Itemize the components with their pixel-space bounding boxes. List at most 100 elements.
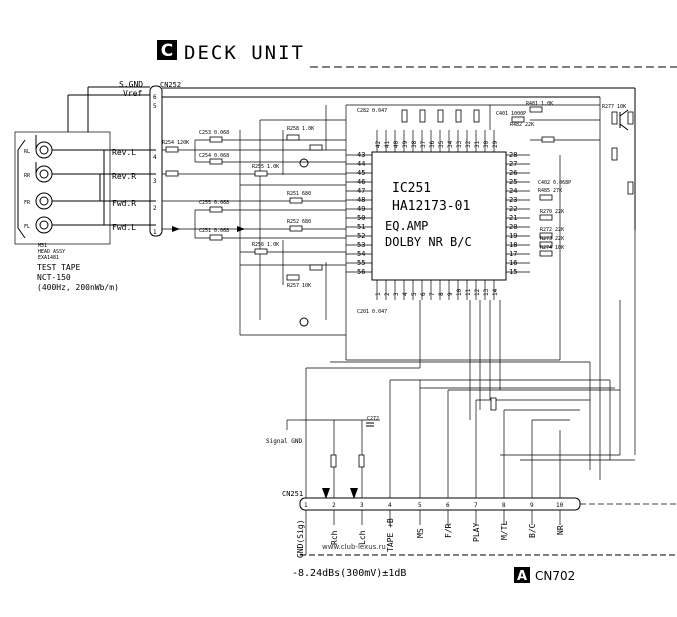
right-components bbox=[539, 111, 634, 257]
cn251-pin-labels: GND(Sig) Rch Lch TAPE +B MS F/R PLAY M/T… bbox=[296, 518, 565, 558]
cn252-pin-3: 3 bbox=[153, 178, 157, 185]
ic-bottom-pin-numbers: 1 2 3 4 5 6 7 8 9 10 11 12 13 14 bbox=[375, 288, 499, 296]
ic-pin-15: 15 bbox=[509, 268, 517, 276]
cn251-pin-6: 6 bbox=[446, 502, 450, 509]
cn251-label-m-tl: M/TL bbox=[500, 521, 509, 540]
ic-pin-39: 39 bbox=[402, 140, 409, 148]
cn251-connector bbox=[299, 497, 581, 511]
head-coils bbox=[35, 141, 53, 234]
ic-pin-10: 10 bbox=[456, 288, 463, 296]
signal-gnd-label: Signal GND bbox=[266, 438, 303, 445]
ic-pin-19: 19 bbox=[509, 232, 517, 240]
label-vref: Vref bbox=[123, 89, 142, 98]
ic-pin-17: 17 bbox=[509, 250, 517, 258]
ic-pin-52: 52 bbox=[357, 232, 365, 240]
ic-pin-13: 13 bbox=[483, 288, 490, 296]
head-assy-part: EXA1481 bbox=[38, 255, 59, 261]
ic-pin-50: 50 bbox=[357, 214, 365, 222]
lbl-c402: C402 0.068P bbox=[538, 180, 571, 186]
lbl-q270: R277 10K bbox=[602, 104, 626, 110]
ic-pin-stubs bbox=[346, 130, 530, 300]
head-side-rr: RR bbox=[24, 173, 31, 179]
cn252-pin-1: 1 bbox=[153, 229, 157, 236]
transistor-q270 bbox=[619, 109, 629, 131]
cn251-pin-9: 9 bbox=[530, 502, 534, 509]
ic-pin-6: 6 bbox=[420, 292, 427, 296]
ic-pin-46: 46 bbox=[357, 178, 365, 186]
cn251-pin-5: 5 bbox=[418, 502, 422, 509]
lbl-r274: R274 10K bbox=[540, 245, 564, 251]
head-wires bbox=[35, 87, 156, 226]
ic-pin-37: 37 bbox=[420, 140, 427, 148]
ic-pin-31: 31 bbox=[474, 140, 481, 148]
ic-pin-23: 23 bbox=[509, 196, 517, 204]
ic-pin-29: 29 bbox=[492, 140, 499, 148]
lbl-r251: R251 680 bbox=[287, 191, 311, 197]
lbl-c253: C253 0.068 bbox=[199, 130, 229, 136]
cn252-pin-2: 2 bbox=[153, 205, 157, 212]
ic-pin-36: 36 bbox=[429, 140, 436, 148]
head-bracket bbox=[17, 139, 26, 239]
cn251-ref: CN251 bbox=[282, 490, 303, 498]
lbl-r253: R254 120K bbox=[162, 140, 189, 146]
head-pin-label-rev-l: Rev.L bbox=[112, 148, 136, 157]
section-letter-badge bbox=[157, 40, 177, 60]
ic-pin-11: 11 bbox=[465, 288, 472, 296]
section-title: DECK UNIT bbox=[184, 42, 305, 64]
ic-pin-55: 55 bbox=[357, 259, 365, 267]
cn251-pin-3: 3 bbox=[360, 502, 364, 509]
ic-pin-1: 1 bbox=[375, 292, 382, 296]
test-tape-line-1: TEST TAPE bbox=[37, 263, 81, 272]
cn252-connector bbox=[149, 85, 163, 237]
cn252-pin-6: 6 bbox=[153, 94, 157, 101]
ic-pin-47: 47 bbox=[357, 187, 365, 195]
test-tape-line-3: (400Hz, 200nWb/m) bbox=[37, 283, 119, 292]
ic-pin-38: 38 bbox=[411, 140, 418, 148]
ic-pin-26: 26 bbox=[509, 169, 517, 177]
cn251-pin-8: 8 bbox=[502, 502, 506, 509]
cn251-pin-7: 7 bbox=[474, 502, 478, 509]
ic-pin-42: 42 bbox=[375, 140, 382, 148]
ic-pin-20: 20 bbox=[509, 223, 517, 231]
ic-pin-24: 24 bbox=[509, 187, 517, 195]
left-components bbox=[165, 105, 327, 327]
cn251-pin-1: 1 bbox=[304, 502, 308, 509]
ic-pin-41: 41 bbox=[384, 140, 391, 148]
ic-pin-27: 27 bbox=[509, 160, 517, 168]
ic-pin-22: 22 bbox=[509, 205, 517, 213]
lbl-c201: C201 0.047 bbox=[357, 309, 387, 315]
ic-pin-14: 14 bbox=[492, 288, 499, 296]
lbl-r252: R252 680 bbox=[287, 219, 311, 225]
ic-pin-40: 40 bbox=[393, 140, 400, 148]
cn251-label-ms: MS bbox=[416, 528, 425, 538]
lbl-r255: R255 1.0K bbox=[252, 164, 279, 170]
ic-pin-43: 43 bbox=[357, 151, 365, 159]
level-note: -8.24dBs(300mV)±1dB bbox=[292, 568, 406, 579]
ic-pin-12: 12 bbox=[474, 288, 481, 296]
ic-pin-34: 34 bbox=[447, 140, 454, 148]
head-assy-ref: M51 bbox=[38, 243, 47, 249]
ic-pin-45: 45 bbox=[357, 169, 365, 177]
cn251-label-tape-b: TAPE +B bbox=[386, 518, 395, 552]
ic-right-pin-numbers: 28 27 26 25 24 23 22 21 20 19 18 17 16 1… bbox=[509, 151, 517, 276]
ic-pin-32: 32 bbox=[465, 140, 472, 148]
ic-pin-49: 49 bbox=[357, 205, 365, 213]
test-arrow-lch bbox=[350, 488, 358, 499]
lbl-c401: C401 1000P bbox=[496, 111, 526, 117]
ic-pin-4: 4 bbox=[402, 292, 409, 296]
ic-left-pin-numbers: 43 44 45 46 47 48 49 50 51 52 53 54 55 5… bbox=[357, 151, 365, 276]
section-letter: C bbox=[161, 41, 173, 61]
ic251-body bbox=[371, 151, 507, 281]
cn251-pin-4: 4 bbox=[388, 502, 392, 509]
cn251-label-play: PLAY bbox=[472, 523, 481, 542]
test-arrow-rch bbox=[322, 488, 330, 499]
ic-pin-21: 21 bbox=[509, 214, 517, 222]
lbl-r256: R256 1.0K bbox=[252, 242, 279, 248]
cn252-pin-4: 4 bbox=[153, 154, 157, 161]
head-side-fl: FL bbox=[24, 224, 30, 230]
ic-pin-16: 16 bbox=[509, 259, 517, 267]
ic251-func-eq-amp: EQ.AMP bbox=[385, 219, 428, 233]
watermark: www.club-lexus.ru bbox=[322, 543, 386, 551]
ic251-part: HA12173-01 bbox=[392, 199, 470, 214]
